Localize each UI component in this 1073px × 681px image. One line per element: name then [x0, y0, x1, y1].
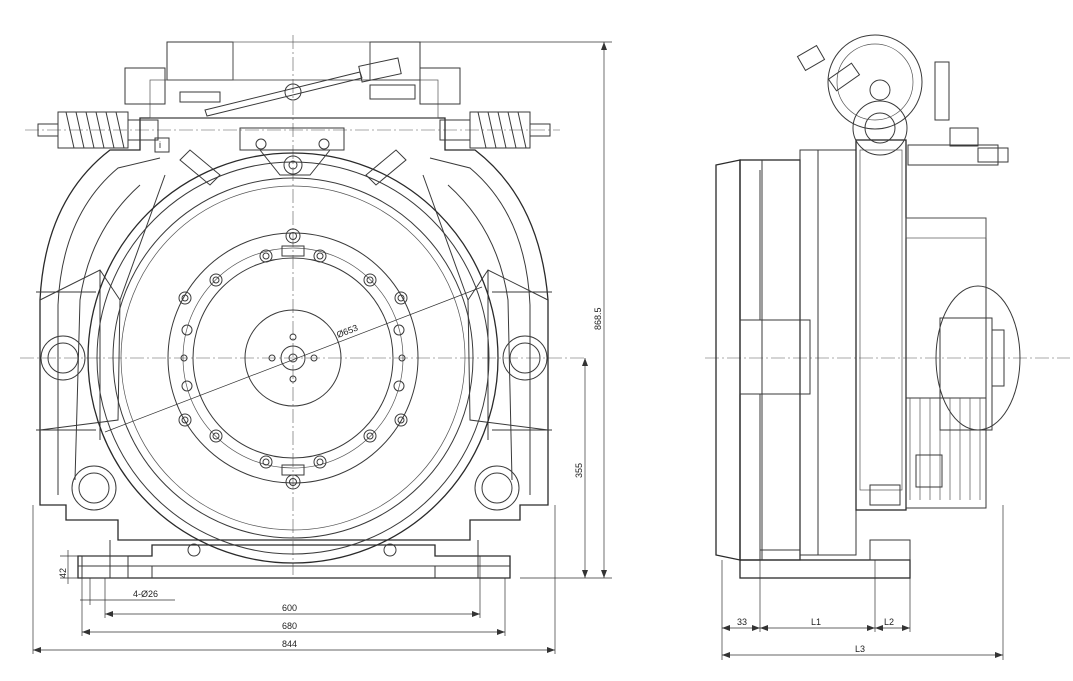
- side-base: [739, 559, 911, 579]
- diameter-leader: [104, 286, 483, 433]
- upper-clamp-tab: [281, 245, 305, 257]
- bolt-circle: [178, 228, 408, 557]
- side-view: 33 L1 L2 L3: [705, 34, 1070, 660]
- frame-marker-i: i: [159, 140, 161, 150]
- base-inner-label: 680: [282, 621, 297, 631]
- sheave: [87, 152, 499, 564]
- brake-assembly: i: [124, 41, 461, 186]
- right-mount-boss: [502, 335, 548, 381]
- side-foot-left: [759, 549, 801, 561]
- lower-clamp-tab: [281, 464, 305, 476]
- height-dimensions: [420, 41, 612, 579]
- right-brake-spring: [439, 111, 551, 149]
- side-foot-right: [869, 539, 911, 561]
- dim-33-label: 33: [737, 617, 747, 627]
- side-drum: [715, 149, 857, 561]
- base-width-dimensions: [32, 505, 556, 654]
- side-dimensions: [721, 505, 1004, 660]
- front-view: Ø653 i: [20, 35, 612, 654]
- sheave-diameter-label: Ø653: [335, 323, 359, 340]
- base-plate: [77, 540, 511, 579]
- overall-height-label: 868.5: [593, 307, 603, 330]
- dim-l2-label: L2: [884, 617, 894, 627]
- dim-l3-label: L3: [855, 644, 865, 654]
- side-motor-housing: [869, 217, 1021, 509]
- shaft-height-label: 355: [574, 463, 584, 478]
- dim-l1-label: L1: [811, 617, 821, 627]
- left-mount-boss: [40, 335, 86, 381]
- side-brake-arm: [796, 34, 1009, 511]
- base-width-label: 844: [282, 639, 297, 649]
- base-thickness-dimension: [60, 550, 82, 584]
- hole-spacing-label: 600: [282, 603, 297, 613]
- machine-frame: [39, 117, 549, 541]
- left-brake-spring: [37, 111, 159, 149]
- holes-label: 4-Ø26: [133, 589, 158, 599]
- right-foot-boss: [474, 465, 520, 511]
- left-foot-boss: [71, 465, 117, 511]
- base-thickness-label: 42: [58, 568, 68, 578]
